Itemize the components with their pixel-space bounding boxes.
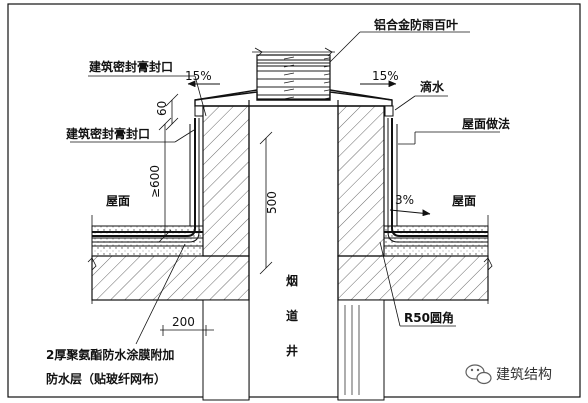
slope-arrows	[187, 80, 431, 216]
leader-lines	[70, 31, 500, 345]
roof-slab-right	[337, 225, 489, 301]
dim-600	[158, 117, 172, 243]
roof-method-label: 屋面做法	[462, 116, 510, 131]
dim-200	[160, 325, 214, 336]
wechat-icon	[465, 364, 492, 385]
watermark-text: 建筑结构	[496, 367, 552, 383]
chimney-cap	[194, 89, 394, 117]
louver-label: 铝合金防雨百叶	[374, 17, 458, 32]
dim-600-label: ≥600	[148, 165, 162, 198]
shaft-label-2: 道	[286, 308, 298, 323]
dim-200-label: 200	[172, 315, 195, 329]
slope-right-label: 15%	[372, 69, 399, 83]
r50-label: R50圆角	[404, 310, 454, 325]
dim-60	[165, 93, 179, 131]
sealant-top-label: 建筑密封膏封口	[88, 59, 173, 74]
louver	[252, 47, 335, 100]
slope-roof-label: 3%	[395, 193, 414, 207]
roof-slab-left	[91, 225, 250, 301]
roof-right-label: 屋面	[452, 194, 476, 208]
border-frame	[7, 3, 581, 398]
note-line-2: 防水层（贴玻纤网布）	[46, 371, 166, 386]
waterproof-layer-right	[387, 118, 488, 243]
shaft-label-3: 井	[286, 343, 298, 358]
waterproof-layer-left	[92, 118, 200, 243]
roof-left-label: 屋面	[106, 194, 130, 208]
dim-60-label: 60	[155, 101, 169, 116]
chimney-wall-left	[202, 105, 250, 257]
dim-500-label: 500	[265, 191, 279, 214]
note-line-1: 2厚聚氨酯防水涂膜附加	[46, 347, 174, 362]
chimney-wall-right	[337, 105, 385, 257]
dim-500	[259, 131, 273, 275]
lower-right-hatch	[344, 305, 360, 395]
sealant-mid-label: 建筑密封膏封口	[65, 126, 150, 141]
drip-label: 滴水	[420, 79, 445, 94]
shaft-label-1: 烟	[286, 274, 298, 288]
slope-left-label: 15%	[185, 69, 212, 83]
